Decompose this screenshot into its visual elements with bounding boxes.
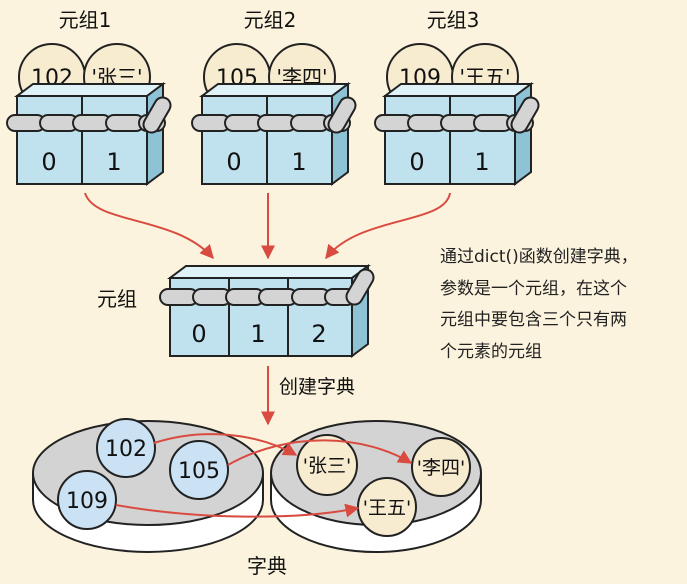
outer-tuple-index-0: 0	[191, 320, 206, 348]
tuple-1: 元组1 102 '张三' 0 1	[6, 8, 172, 186]
tuple-3-index-0: 0	[409, 148, 424, 176]
chain	[6, 96, 172, 134]
tuple-3-title: 元组3	[427, 8, 480, 32]
value-ball: '张三'	[296, 434, 358, 496]
dict-key-0: 102	[105, 437, 147, 462]
dict-key-1: 105	[178, 459, 220, 484]
tuple-1-index-1: 1	[106, 148, 121, 176]
arrow	[84, 192, 214, 260]
tuple-3-index-1: 1	[474, 148, 489, 176]
outer-tuple-index-2: 2	[311, 320, 326, 348]
outer-tuple-index-1: 1	[250, 320, 265, 348]
description-line: 个元素的元组	[440, 341, 542, 362]
dict-value-2: '王五'	[363, 497, 411, 519]
dict-value-0: '张三'	[303, 455, 351, 477]
description-line: 元组中要包含三个只有两	[440, 310, 627, 330]
arrow	[115, 503, 360, 518]
dict-key-2: 109	[66, 489, 108, 514]
tuple-1-index-0: 0	[41, 148, 56, 176]
description-line: 通过dict()函数创建字典，	[440, 247, 638, 267]
arrow	[153, 433, 298, 456]
outer-tuple-label: 元组	[97, 287, 137, 311]
dict-value-1: '李四'	[417, 457, 465, 479]
mapping-arrows	[115, 433, 413, 518]
arrow	[325, 192, 451, 260]
tuple-2-title: 元组2	[244, 8, 297, 32]
tuple-box	[199, 82, 351, 186]
tuple-2-index-1: 1	[291, 148, 306, 176]
dictionary-label: 字典	[247, 554, 287, 578]
tuple-box	[382, 82, 534, 186]
value-ball: '王五'	[357, 477, 417, 537]
value-ball: '李四'	[411, 437, 471, 497]
tuple-2-index-0: 0	[226, 148, 241, 176]
chain	[374, 96, 540, 134]
description: 通过dict()函数创建字典， 参数是一个元组，在这个 元组中要包含三个只有两 …	[440, 242, 680, 368]
tuple-box	[14, 82, 166, 186]
outer-tuple: 元组 0 1 2	[97, 264, 375, 358]
create-dict-label: 创建字典	[279, 376, 355, 398]
key-ball: 105	[169, 440, 229, 500]
key-ball: 102	[96, 418, 156, 478]
tuple-2: 元组2 105 '李四' 0 1	[191, 8, 357, 186]
chain	[191, 96, 357, 134]
dictionary: 102 105 109 '张三' '李四' '王五' 字典	[32, 418, 482, 578]
chain	[159, 268, 375, 306]
arrow	[227, 439, 413, 466]
tuple-1-title: 元组1	[59, 8, 112, 32]
key-ball: 109	[57, 470, 117, 530]
description-line: 参数是一个元组，在这个	[440, 278, 627, 299]
merge-arrows	[84, 192, 451, 260]
tuple-3: 元组3 109 '王五' 0 1	[374, 8, 540, 186]
